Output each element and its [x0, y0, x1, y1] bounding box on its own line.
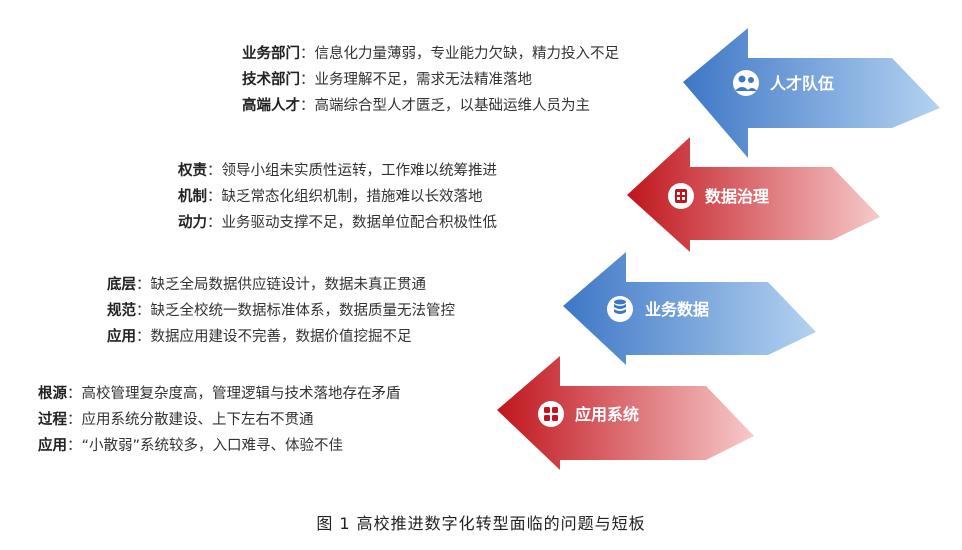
- arrow-app-systems: 应用系统: [497, 356, 754, 470]
- issue-text: 数据应用建设不完善，数据价值挖掘不足: [150, 329, 412, 345]
- issue-text: 缺乏全校统一数据标准体系，数据质量无法管控: [150, 303, 456, 319]
- issue-line: 业务部门：信息化力量薄弱，专业能力欠缺，精力投入不足: [242, 46, 620, 62]
- arrow-label: 业务数据: [645, 300, 709, 319]
- arrow-label: 应用系统: [575, 405, 639, 424]
- group-apps-text: 根源：高校管理复杂度高，管理逻辑与技术落地存在矛盾 过程：应用系统分散建设、上下…: [38, 381, 401, 459]
- issue-key: 高端人才: [242, 98, 300, 114]
- issue-key: 机制: [178, 189, 207, 205]
- issue-line: 动力：业务驱动支撑不足，数据单位配合积极性低: [178, 215, 498, 231]
- issue-text: 高校管理复杂度高，管理逻辑与技术落地存在矛盾: [81, 386, 401, 402]
- arrow-shape: [497, 356, 754, 470]
- issue-text: 高端综合型人才匮乏，以基础运维人员为主: [314, 98, 591, 114]
- arrow-label: 人才队伍: [770, 74, 834, 93]
- issue-line: 规范：缺乏全校统一数据标准体系，数据质量无法管控: [107, 303, 456, 319]
- issue-key: 应用: [38, 438, 67, 454]
- group-governance-text: 权责：领导小组未实质性运转，工作难以统筹推进 机制：缺乏常态化组织机制，措施难以…: [178, 158, 497, 236]
- issue-key: 过程: [38, 412, 67, 428]
- arrow-business-data: 业务数据: [563, 252, 816, 365]
- issue-line: 权责：领导小组未实质性运转，工作难以统筹推进: [178, 163, 498, 179]
- database-icon: [607, 296, 633, 322]
- issue-key: 底层: [107, 277, 136, 293]
- issue-line: 根源：高校管理复杂度高，管理逻辑与技术落地存在矛盾: [38, 386, 401, 402]
- issue-key: 权责: [178, 163, 207, 179]
- group-data-text: 底层：缺乏全局数据供应链设计，数据未真正贯通 规范：缺乏全校统一数据标准体系，数…: [107, 272, 455, 350]
- arrow-label: 数据治理: [705, 187, 769, 206]
- issue-line: 技术部门：业务理解不足，需求无法精准落地: [242, 72, 533, 88]
- issue-text: 信息化力量薄弱，专业能力欠缺，精力投入不足: [314, 46, 620, 62]
- issue-line: 过程：应用系统分散建设、上下左右不贯通: [38, 412, 314, 428]
- issue-line: 机制：缺乏常态化组织机制，措施难以长效落地: [178, 189, 483, 205]
- arrow-diagram: 人才队伍 数据治理 业务数据: [497, 28, 940, 470]
- issue-key: 动力: [178, 215, 207, 231]
- issue-key: 技术部门: [242, 72, 300, 88]
- arrow-governance: 数据治理: [627, 137, 880, 252]
- group-talent-text: 业务部门：信息化力量薄弱，专业能力欠缺，精力投入不足 技术部门：业务理解不足，需…: [242, 41, 619, 119]
- team-icon: [733, 70, 759, 96]
- arrow-shape: [563, 252, 816, 365]
- issue-text: 应用系统分散建设、上下左右不贯通: [81, 412, 314, 428]
- issue-line: 应用：数据应用建设不完善，数据价值挖掘不足: [107, 329, 412, 345]
- issue-text: 缺乏全局数据供应链设计，数据未真正贯通: [150, 277, 427, 293]
- apps-icon: [538, 401, 564, 427]
- issue-key: 根源: [38, 386, 67, 402]
- issue-line: 高端人才：高端综合型人才匮乏，以基础运维人员为主: [242, 98, 591, 114]
- arrow-shape: [627, 137, 880, 252]
- issue-text: 领导小组未实质性运转，工作难以统筹推进: [221, 163, 498, 179]
- issue-text: 业务理解不足，需求无法精准落地: [314, 72, 533, 88]
- arrow-shape: [683, 28, 940, 158]
- issue-key: 应用: [107, 329, 136, 345]
- issue-key: 规范: [107, 303, 136, 319]
- issue-line: 底层：缺乏全局数据供应链设计，数据未真正贯通: [107, 277, 427, 293]
- issue-line: 应用：“小散弱”系统较多，入口难寻、体验不佳: [38, 438, 344, 454]
- issue-key: 业务部门: [242, 46, 300, 62]
- governance-icon: [668, 183, 694, 209]
- issue-text: 业务驱动支撑不足，数据单位配合积极性低: [221, 215, 498, 231]
- arrow-talent: 人才队伍: [683, 28, 940, 158]
- issue-text: “小散弱”系统较多，入口难寻、体验不佳: [81, 438, 344, 454]
- figure-caption: 图 1 高校推进数字化转型面临的问题与短板: [316, 514, 646, 533]
- issue-text: 缺乏常态化组织机制，措施难以长效落地: [221, 189, 483, 205]
